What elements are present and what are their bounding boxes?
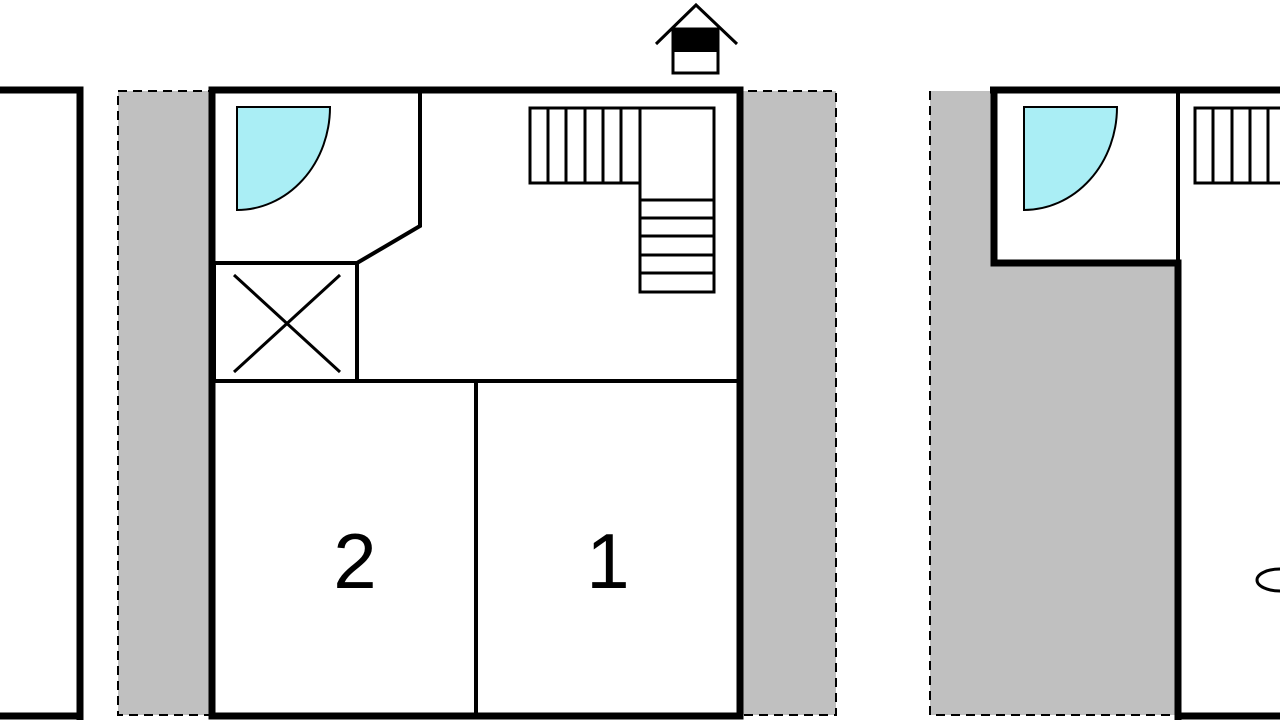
right-partial-building (929, 86, 1280, 720)
main-building: 2 1 (208, 86, 744, 720)
terrace-area-middle (117, 90, 837, 716)
table-icon (1255, 567, 1280, 593)
room-label-bedroom-2: 2 (333, 517, 376, 605)
staircase-icon (528, 106, 716, 294)
shower-icon (236, 106, 332, 212)
shower-icon (1023, 106, 1119, 212)
closet-x-icon (232, 273, 342, 374)
entrance-house-icon (654, 2, 739, 75)
room-label-bedroom-1: 1 (586, 517, 629, 605)
staircase-icon (1193, 106, 1280, 185)
left-partial-building (0, 86, 84, 720)
